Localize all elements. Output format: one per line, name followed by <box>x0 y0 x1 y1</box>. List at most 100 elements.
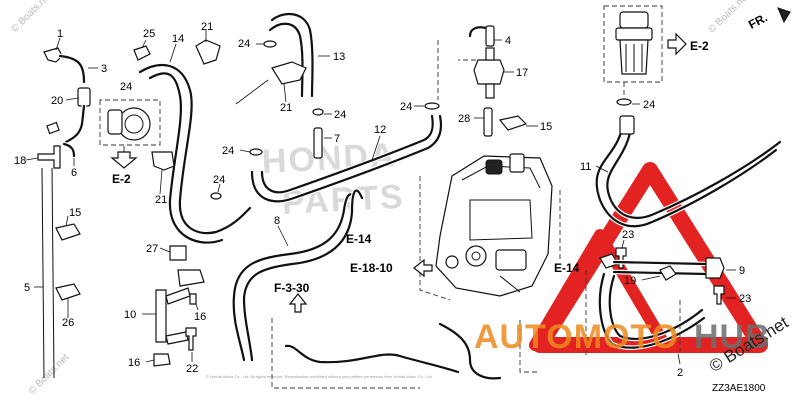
watermark-top-left: © Boats.net <box>9 0 54 35</box>
callout-14: 14 <box>172 33 184 45</box>
watermark-automoto-text: AUTOMOTO <box>474 318 679 356</box>
watermark-top-right: © Boats.net <box>707 0 752 36</box>
bolt-23-bottom-shape <box>713 285 725 305</box>
callout-24-e: 24 <box>213 174 225 186</box>
callout-22: 22 <box>186 363 198 375</box>
copyright-notice: © Honda Motor Co., Ltd. All rights reser… <box>206 374 433 379</box>
hose-5-shape <box>41 167 45 379</box>
callout-24-f: 24 <box>400 101 412 113</box>
callout-1: 1 <box>57 28 63 40</box>
e18-arrow <box>413 258 433 278</box>
callout-4: 4 <box>505 35 511 47</box>
top-center-group <box>195 11 332 159</box>
callout-15-right: 15 <box>540 121 552 133</box>
callout-16-right: 16 <box>194 311 206 323</box>
hose-12-8-group <box>210 102 444 363</box>
filter-group <box>437 24 538 137</box>
clip-21-mid-shape <box>271 61 307 85</box>
callout-17: 17 <box>516 67 528 79</box>
hose-12-shape <box>260 114 434 194</box>
bolt-23-top-shape <box>615 247 627 269</box>
clip-19-shape <box>659 265 677 281</box>
callout-24-g: 24 <box>643 99 655 111</box>
callout-15-left: 15 <box>69 207 81 219</box>
bottom-hose-shape <box>284 344 460 374</box>
fuel-pump-shape <box>619 11 649 29</box>
callout-24-a: 24 <box>120 81 132 93</box>
diagram-code: ZZ3AE1800 <box>712 383 766 394</box>
automotohub-watermark: AUTOMOTO HUB © Boats.net <box>474 313 792 376</box>
callout-23-bottom: 23 <box>739 293 751 305</box>
bracket-10-shape <box>155 289 167 343</box>
f3-arrow <box>288 293 308 313</box>
bottom-dashed-box <box>271 318 420 389</box>
left-hose-group <box>25 37 98 379</box>
clip-15-right-shape <box>498 115 528 131</box>
callout-9: 9 <box>739 265 745 277</box>
bolt-16-right-shape <box>189 293 197 305</box>
callout-11: 11 <box>580 161 591 173</box>
callout-8: 8 <box>274 215 280 227</box>
bolt-22-shape <box>185 327 197 351</box>
clip-1-shape <box>43 47 63 63</box>
pipe-4-shape <box>485 25 495 47</box>
hose-11-shape <box>595 116 778 228</box>
callout-19: 19 <box>624 275 636 287</box>
callout-23-top: 23 <box>622 229 634 241</box>
callout-27: 27 <box>146 243 158 255</box>
part-callouts: 1 3 20 18 6 5 15 26 25 14 24 21 24 13 21… <box>14 21 751 379</box>
ref-e14-right: E-14 <box>554 261 580 275</box>
callout-21-a: 21 <box>201 21 213 33</box>
joint-9-shape <box>705 257 725 279</box>
callout-10: 10 <box>124 309 136 321</box>
bracket-group <box>142 245 205 367</box>
clip-21-top-shape <box>195 39 221 65</box>
clip-27-shape <box>169 245 187 261</box>
hose-6-shape <box>62 142 76 158</box>
ref-e2-left: E-2 <box>112 172 131 186</box>
joint-20-shape <box>77 87 91 107</box>
lower-right-group <box>585 239 736 365</box>
pipe-28-shape <box>483 107 493 137</box>
intake-body-shape <box>117 107 151 141</box>
callout-21-c: 21 <box>155 194 167 206</box>
clip-15-left-shape <box>55 223 81 241</box>
clip-26-shape <box>55 283 81 301</box>
upper-right-group <box>594 5 791 229</box>
pipe-7-shape <box>313 127 323 159</box>
callout-5: 5 <box>24 282 30 294</box>
clip-16-bottom-shape <box>153 353 171 367</box>
callout-24-b: 24 <box>238 38 250 50</box>
center-left-group <box>99 39 253 245</box>
hose-3-shape <box>58 54 86 84</box>
hose-8-shape <box>232 193 356 362</box>
t-joint-18-shape <box>37 145 61 169</box>
bottom-hose-group <box>271 293 540 389</box>
callout-7: 7 <box>334 133 340 145</box>
watermark-hub-text: HUB <box>694 318 771 356</box>
watermark-triangle-small <box>529 229 671 351</box>
ref-e18-10: E-18-10 <box>350 261 393 275</box>
callout-6: 6 <box>71 167 77 179</box>
intake-dashed-box <box>99 99 161 146</box>
callout-13: 13 <box>333 51 345 63</box>
hose-2-shape <box>598 272 706 349</box>
e2-right-arrow <box>667 32 687 56</box>
e2-left-arrow <box>110 151 138 169</box>
fr-direction-arrow <box>777 7 791 24</box>
clip-21-left-shape <box>151 151 175 171</box>
callout-12: 12 <box>374 124 386 136</box>
callout-28: 28 <box>458 113 470 125</box>
hose-14-shape <box>138 64 252 235</box>
hose-13-shape <box>270 12 314 98</box>
callout-3: 3 <box>101 63 107 75</box>
callout-2: 2 <box>677 367 683 379</box>
ref-e14-mid: E-14 <box>346 232 372 246</box>
callout-26: 26 <box>62 317 74 329</box>
callout-24-d: 24 <box>222 145 234 157</box>
callout-20: 20 <box>51 95 63 107</box>
fuel-filter-17-shape <box>473 59 505 85</box>
carburetor-assembly <box>413 153 561 301</box>
ref-e2-right: E-2 <box>690 39 709 53</box>
